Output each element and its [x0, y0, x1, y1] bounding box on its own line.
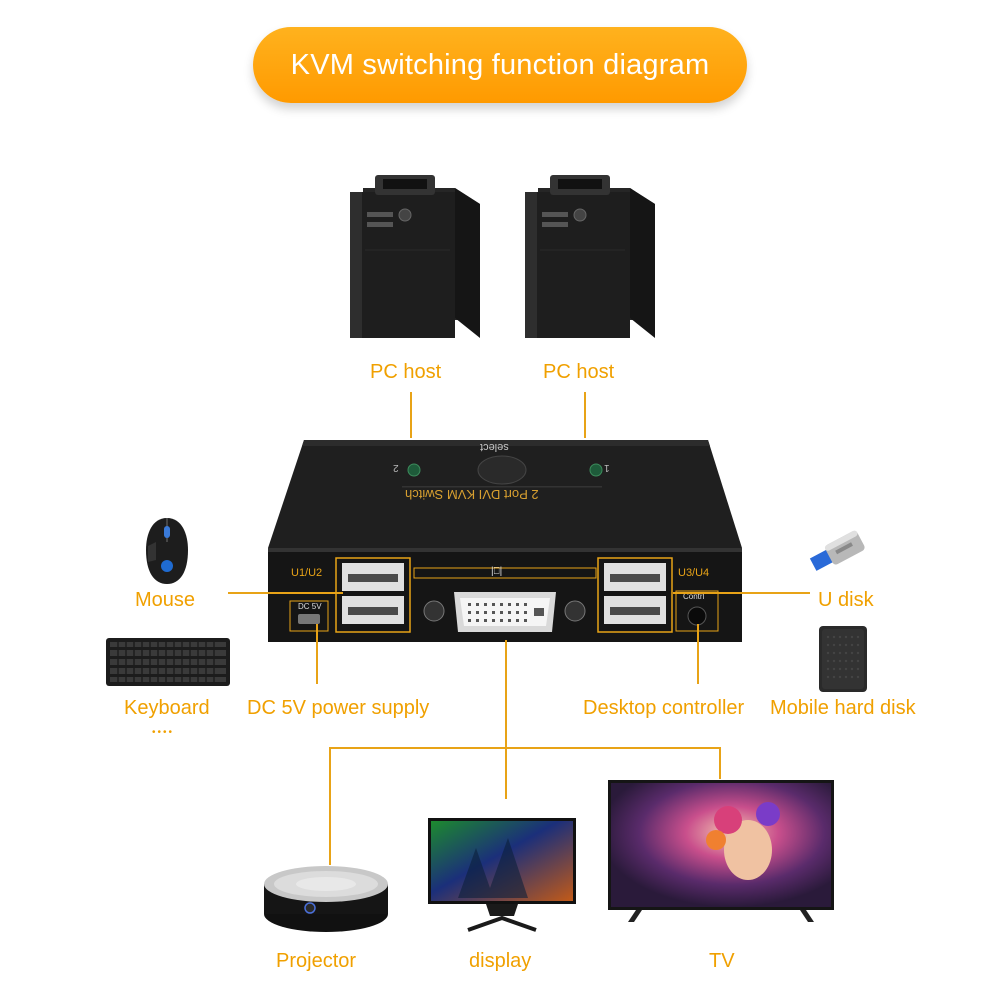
diagram-title: KVM switching function diagram: [253, 27, 747, 103]
connector-tv: [719, 747, 721, 779]
switch-select-text: select: [480, 441, 509, 453]
usb-flash-drive-icon: [806, 527, 868, 577]
hard-disk-icon: [818, 625, 868, 693]
connector-dc-vertical: [316, 624, 318, 684]
port-label-u3u4: U3/U4: [678, 567, 709, 579]
projector-icon: [262, 862, 390, 934]
label-mouse: Mouse: [135, 589, 195, 612]
connector-video-branch: [329, 747, 721, 749]
label-keyboard: Keyboard: [124, 697, 210, 720]
connector-projector: [329, 747, 331, 865]
switch-led-1-label: 1: [604, 462, 610, 473]
label-u-disk: U disk: [818, 589, 874, 612]
connector-pc1: [410, 392, 412, 438]
port-label-u1u2: U1/U2: [291, 567, 322, 579]
connector-video-trunk: [505, 640, 507, 748]
pc-tower-1-icon: [345, 170, 485, 345]
connector-mouse: [228, 592, 343, 594]
switch-led-2-label: 2: [393, 462, 399, 473]
pc-tower-2-icon: [520, 170, 660, 345]
keyboard-icon: [106, 638, 230, 686]
switch-model-text: 2 Port DVI KVM Switch: [405, 487, 539, 502]
monitor-icon: [428, 818, 576, 933]
port-label-dvi: |⎕|: [491, 566, 502, 577]
connector-display: [505, 747, 507, 799]
label-mobile-hard-disk: Mobile hard disk: [770, 697, 916, 720]
port-label-dc5v: DC 5V: [298, 602, 322, 611]
mouse-icon: [142, 516, 192, 586]
connector-u-disk: [673, 592, 810, 594]
tv-icon: [608, 780, 834, 922]
label-pc-host-1: PC host: [370, 361, 441, 384]
connector-pc2: [584, 392, 586, 438]
label-display: display: [469, 950, 531, 973]
kvm-switch-device: [262, 436, 748, 646]
label-tv: TV: [709, 950, 735, 973]
label-desktop-controller: Desktop controller: [583, 697, 744, 720]
label-dc-power: DC 5V power supply: [247, 697, 429, 720]
label-projector: Projector: [276, 950, 356, 973]
connector-controller-vertical: [697, 624, 699, 684]
label-ellipsis: ••••: [152, 727, 174, 738]
label-pc-host-2: PC host: [543, 361, 614, 384]
